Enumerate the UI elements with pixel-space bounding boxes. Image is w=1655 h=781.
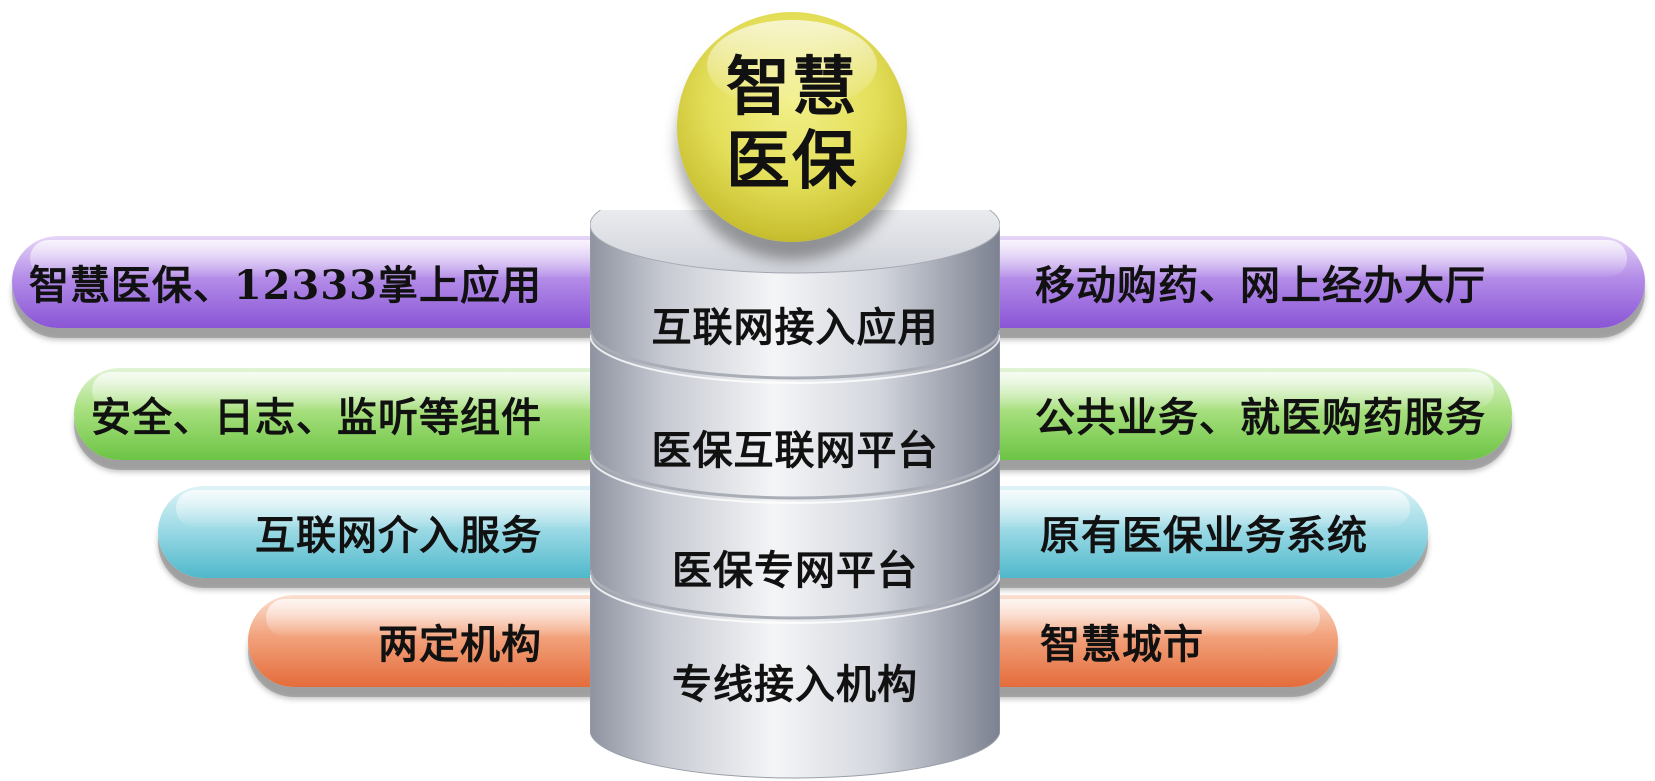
cylinder-ring-1 xyxy=(588,329,1002,380)
left-pill-2-label: 安全、日志、监听等组件 xyxy=(91,394,542,441)
left-pill-1-label: 智慧医保、12333掌上应用 xyxy=(28,262,542,309)
left-pill-3-label: 互联网介入服务 xyxy=(255,512,542,559)
layer-label-4: 专线接入机构 xyxy=(672,661,918,708)
left-pill-2: 安全、日志、监听等组件 xyxy=(74,368,652,460)
right-pill-4-label: 智慧城市 xyxy=(1040,621,1204,668)
left-pill-4-label: 两定机构 xyxy=(378,621,542,668)
right-pill-1-label: 移动购药、网上经办大厅 xyxy=(1035,262,1486,309)
database-cylinder: 互联网接入应用 医保互联网平台 医保专网平台 专线接入机构 xyxy=(588,176,1002,780)
layer-label-1: 互联网接入应用 xyxy=(651,304,939,351)
cylinder-ring-2 xyxy=(588,449,1002,500)
right-pill-3-label: 原有医保业务系统 xyxy=(1040,512,1368,559)
left-pill-3: 互联网介入服务 xyxy=(158,486,652,578)
sphere-line-2: 医保 xyxy=(726,124,858,199)
layer-label-3: 医保专网平台 xyxy=(672,547,918,594)
layer-label-2: 医保互联网平台 xyxy=(651,427,939,474)
left-pill-1: 智慧医保、12333掌上应用 xyxy=(12,236,652,328)
right-pill-1: 移动购药、网上经办大厅 xyxy=(940,236,1645,328)
right-pill-3: 原有医保业务系统 xyxy=(940,486,1428,578)
cylinder-ring-3 xyxy=(588,569,1002,620)
smart-medical-insurance-sphere: 智慧 医保 xyxy=(677,12,907,242)
left-pill-4: 两定机构 xyxy=(248,595,652,687)
cylinder-body xyxy=(589,224,1001,779)
right-pill-2: 公共业务、就医购药服务 xyxy=(940,368,1512,460)
sphere-line-1: 智慧 xyxy=(726,50,858,125)
right-pill-4: 智慧城市 xyxy=(940,595,1338,687)
right-pill-2-label: 公共业务、就医购药服务 xyxy=(1035,394,1486,441)
